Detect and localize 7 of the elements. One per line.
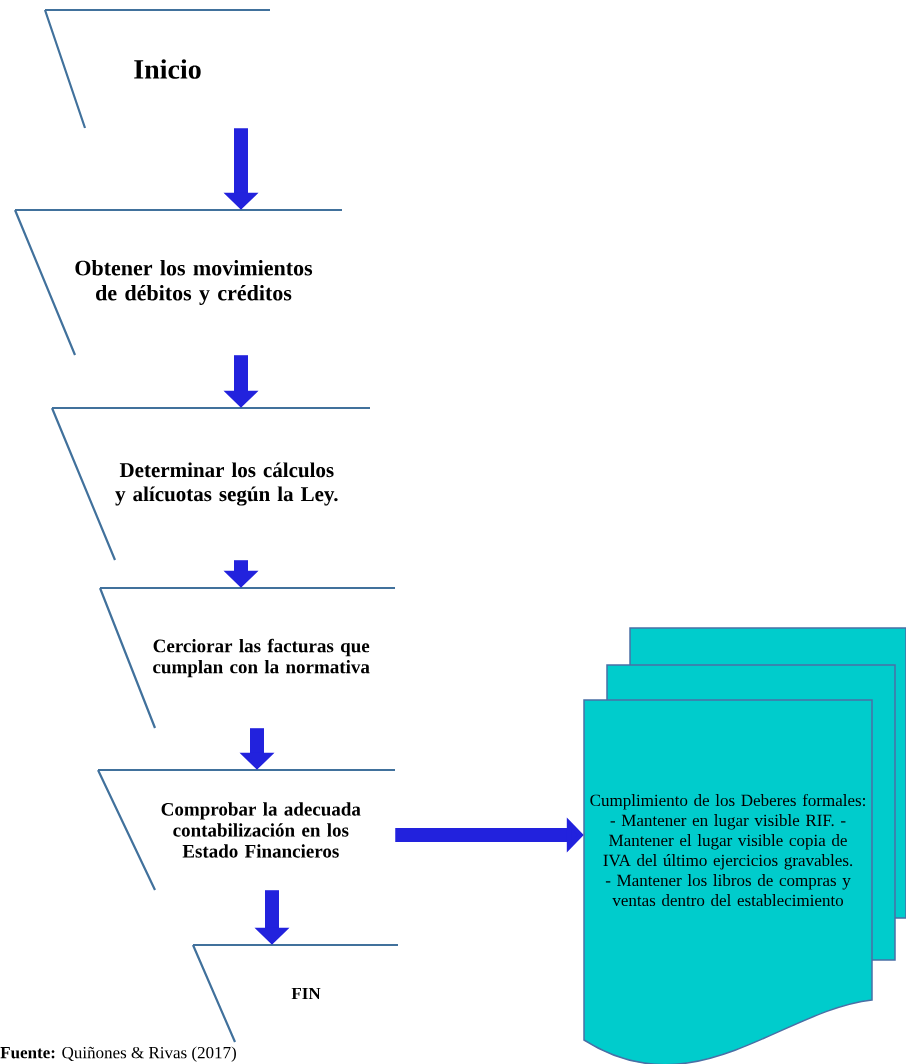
step-bracket: Comprobar la adecuada contabilización en los Estado Financieros: [96, 768, 397, 892]
step-bracket: Inicio: [43, 8, 272, 130]
step-bracket: Obtener los movimientos de débitos y créditos: [13, 208, 344, 357]
step-bracket: Cerciorar las facturas que cumplan con la normativa: [98, 586, 397, 730]
step-bracket: Determinar los cálculos y alícuotas según la Ley.: [50, 406, 372, 562]
step-bracket: FIN: [191, 943, 400, 1044]
source-caption: Fuente: Quiñones & Rivas (2017): [0, 1046, 236, 1062]
